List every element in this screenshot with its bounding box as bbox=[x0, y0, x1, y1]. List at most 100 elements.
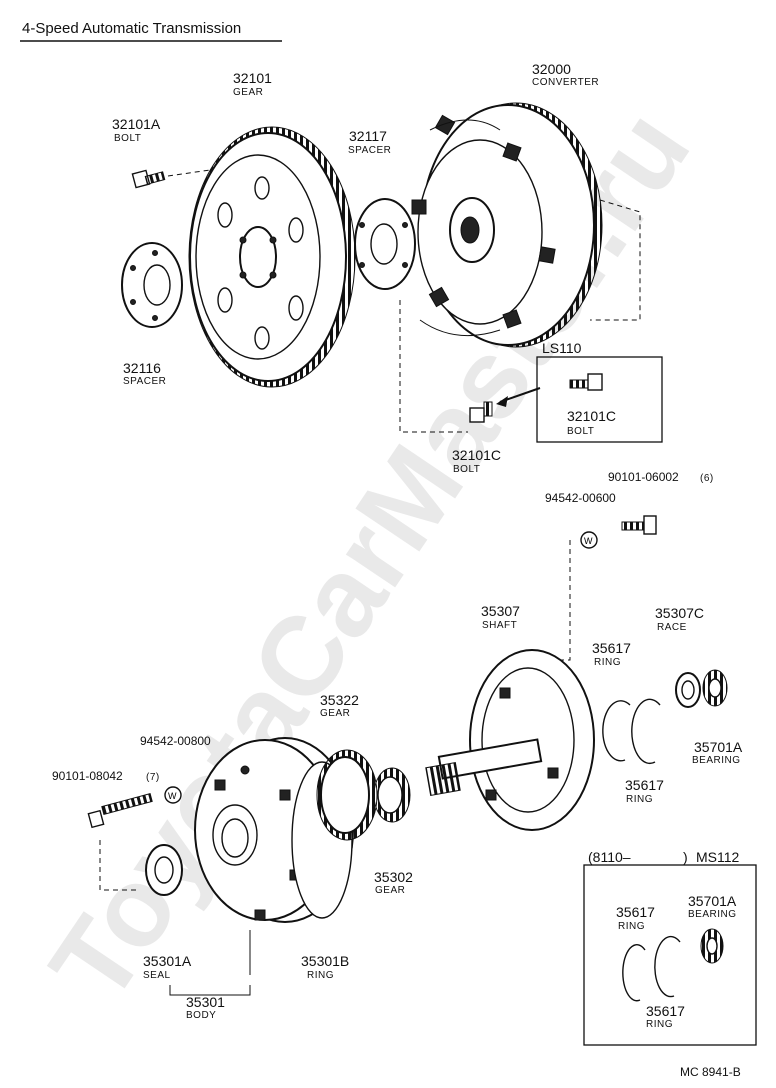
svg-text:32000: 32000 bbox=[532, 61, 571, 77]
svg-text:32101A: 32101A bbox=[112, 116, 161, 132]
page-title: 4-Speed Automatic Transmission bbox=[22, 20, 241, 37]
svg-text:35301B: 35301B bbox=[301, 953, 349, 969]
label-35302: 35302 GEAR bbox=[374, 869, 413, 896]
label-90101-06002: 90101-06002 (6) bbox=[608, 470, 714, 484]
ls110-box bbox=[536, 356, 663, 443]
footer-code: MC 8941-B bbox=[680, 1065, 741, 1079]
label-35617-ms-top: 35617 RING bbox=[616, 904, 655, 932]
torque-converter bbox=[411, 102, 603, 348]
svg-text:BOLT: BOLT bbox=[453, 464, 480, 475]
svg-text:RACE: RACE bbox=[657, 622, 687, 633]
svg-text:32116: 32116 bbox=[123, 360, 161, 376]
race-35307c bbox=[675, 672, 701, 708]
svg-text:35617: 35617 bbox=[616, 904, 655, 920]
seal-35301a bbox=[145, 844, 183, 896]
svg-text:35302: 35302 bbox=[374, 869, 413, 885]
bolt-90101-06002 bbox=[621, 515, 657, 535]
label-35701a: 35701A BEARING bbox=[692, 739, 743, 766]
label-35301: 35301 BODY bbox=[186, 994, 225, 1021]
svg-text:35322: 35322 bbox=[320, 692, 359, 708]
svg-text:35307: 35307 bbox=[481, 603, 520, 619]
svg-text:32101C: 32101C bbox=[452, 447, 501, 463]
ring-35617-a bbox=[602, 700, 631, 762]
svg-text:W: W bbox=[584, 536, 593, 546]
ring-35617-b bbox=[631, 698, 661, 765]
bolt-90101-08042 bbox=[87, 793, 153, 829]
label-32000: 32000 CONVERTER bbox=[532, 61, 599, 88]
bearing-35701a-ms bbox=[700, 928, 724, 964]
ring-35617-ms-b bbox=[654, 935, 681, 998]
svg-text:BOLT: BOLT bbox=[114, 133, 141, 144]
svg-text:W: W bbox=[168, 791, 177, 801]
bearing-35701a bbox=[702, 669, 728, 707]
label-32117: 32117 SPACER bbox=[348, 128, 391, 156]
svg-text:RING: RING bbox=[646, 1019, 673, 1030]
svg-text:SEAL: SEAL bbox=[143, 970, 171, 981]
svg-text:GEAR: GEAR bbox=[375, 885, 405, 896]
spacer-32117 bbox=[354, 198, 416, 290]
label-ms112-range: (8110– ) MS112 bbox=[588, 849, 740, 865]
label-32101c: 32101C BOLT bbox=[452, 447, 501, 475]
spacer-32116 bbox=[121, 242, 183, 328]
svg-text:BOLT: BOLT bbox=[567, 426, 594, 437]
svg-text:): ) bbox=[683, 849, 688, 865]
svg-text:(6): (6) bbox=[700, 473, 714, 484]
drive-plate-gear bbox=[188, 126, 356, 388]
gear-35322 bbox=[316, 749, 378, 841]
label-35617-ms-bottom: 35617 RING bbox=[646, 1003, 685, 1030]
svg-text:35617: 35617 bbox=[592, 640, 631, 656]
svg-text:(8110–: (8110– bbox=[588, 849, 631, 865]
bolt-32101a bbox=[131, 169, 166, 189]
svg-text:RING: RING bbox=[626, 794, 653, 805]
svg-text:35701A: 35701A bbox=[688, 893, 737, 909]
label-32101: 32101 GEAR bbox=[233, 70, 272, 98]
svg-text:BODY: BODY bbox=[186, 1010, 216, 1021]
svg-text:35617: 35617 bbox=[625, 777, 664, 793]
washer-94542-00800: W bbox=[164, 786, 182, 804]
svg-text:SPACER: SPACER bbox=[348, 145, 391, 156]
svg-text:90101-08042: 90101-08042 bbox=[52, 769, 123, 783]
label-32101a: 32101A BOLT bbox=[112, 116, 161, 144]
svg-text:SHAFT: SHAFT bbox=[482, 620, 517, 631]
label-35301b: 35301B RING bbox=[301, 953, 349, 981]
svg-text:35617: 35617 bbox=[646, 1003, 685, 1019]
washer-94542-00600: W bbox=[580, 531, 598, 549]
svg-text:35301: 35301 bbox=[186, 994, 225, 1010]
svg-text:GEAR: GEAR bbox=[233, 87, 263, 98]
svg-text:RING: RING bbox=[618, 921, 645, 932]
bolt-32101c bbox=[469, 401, 493, 423]
svg-text:RING: RING bbox=[594, 657, 621, 668]
svg-text:MS112: MS112 bbox=[696, 849, 740, 865]
svg-text:32101C: 32101C bbox=[567, 408, 616, 424]
label-35307: 35307 SHAFT bbox=[481, 603, 520, 631]
label-ls110: LS110 bbox=[542, 340, 582, 356]
svg-text:35307C: 35307C bbox=[655, 605, 704, 621]
svg-text:(7): (7) bbox=[146, 772, 160, 783]
svg-text:SPACER: SPACER bbox=[123, 376, 166, 387]
svg-text:32117: 32117 bbox=[349, 128, 387, 144]
svg-text:GEAR: GEAR bbox=[320, 708, 350, 719]
ms112-box bbox=[583, 864, 757, 1046]
svg-text:35301A: 35301A bbox=[143, 953, 192, 969]
label-35301a: 35301A SEAL bbox=[143, 953, 192, 981]
svg-text:90101-06002: 90101-06002 bbox=[608, 470, 679, 484]
svg-text:BEARING: BEARING bbox=[692, 755, 741, 766]
stator-shaft bbox=[425, 649, 595, 831]
label-32116: 32116 SPACER bbox=[123, 360, 166, 387]
label-32101c-ls110: 32101C BOLT bbox=[567, 408, 616, 437]
label-35307c: 35307C RACE bbox=[655, 605, 704, 633]
bolt-32101c-ls110 bbox=[569, 373, 603, 391]
svg-text:CONVERTER: CONVERTER bbox=[532, 77, 599, 88]
svg-text:35701A: 35701A bbox=[694, 739, 743, 755]
label-94542-00600: 94542-00600 bbox=[545, 491, 616, 505]
label-35701a-ms: 35701A BEARING bbox=[688, 893, 737, 920]
label-90101-08042: 90101-08042 (7) bbox=[52, 769, 160, 783]
svg-text:RING: RING bbox=[307, 970, 334, 981]
label-94542-00800: 94542-00800 bbox=[140, 734, 211, 748]
ring-35617-ms-a bbox=[622, 944, 646, 1002]
svg-text:BEARING: BEARING bbox=[688, 909, 737, 920]
svg-text:32101: 32101 bbox=[233, 70, 272, 86]
label-35617-top: 35617 RING bbox=[592, 640, 631, 668]
label-35322: 35322 GEAR bbox=[320, 692, 359, 719]
